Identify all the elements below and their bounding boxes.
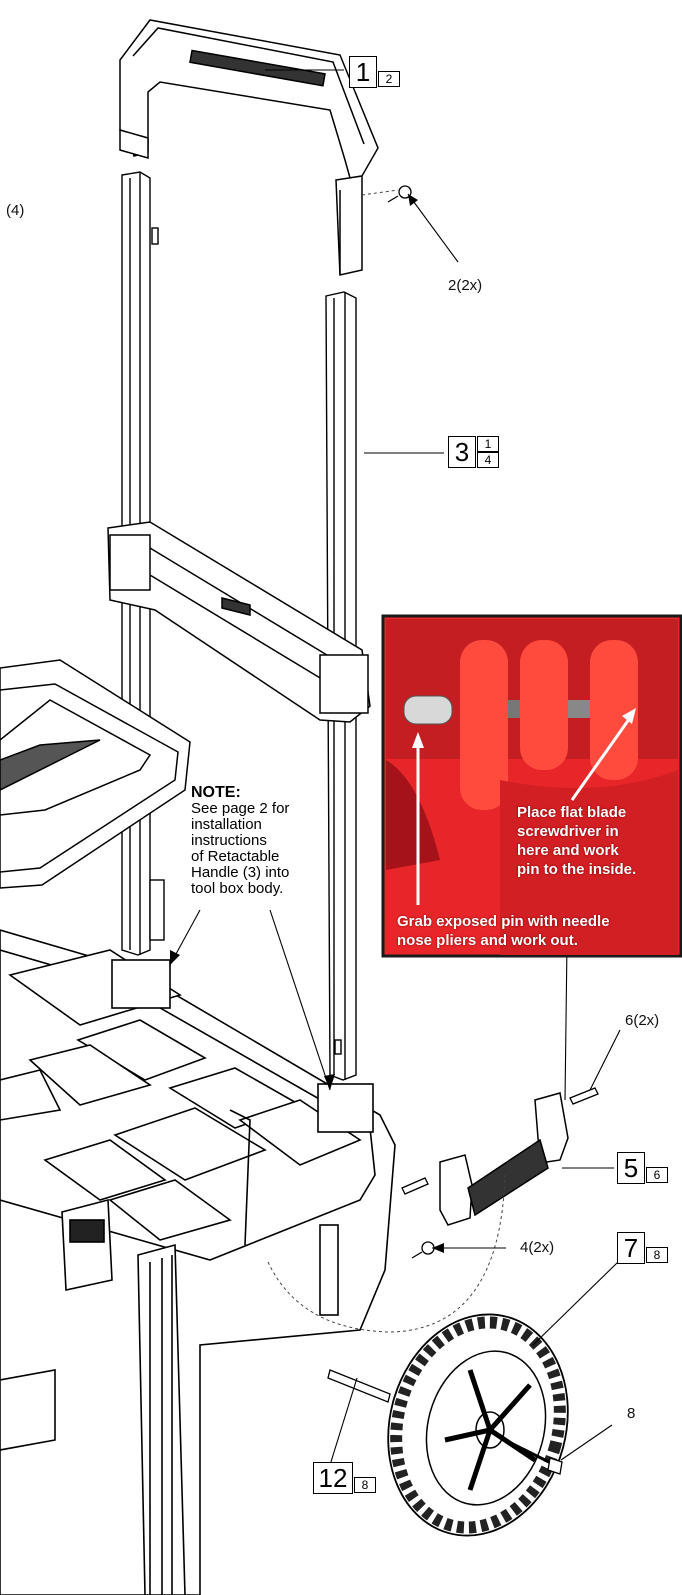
assembly-guides <box>267 189 506 1333</box>
note-line: of Retactable <box>191 848 280 865</box>
note-line: tool box body. <box>191 880 284 897</box>
callout-subnumber: 2 <box>378 71 400 87</box>
caption-line: pin to the inside. <box>517 861 637 878</box>
note-line: Handle (3) into <box>191 864 290 881</box>
caption-line: Grab exposed pin with needle <box>397 913 610 930</box>
callout-number: 3 <box>448 436 476 468</box>
installation-note: NOTE: See page 2 for installation instru… <box>191 785 289 897</box>
pin-removal-photo-inset <box>381 614 682 958</box>
wheel <box>387 1313 569 1537</box>
note-heading: NOTE: <box>191 784 241 801</box>
callout-number: 7 <box>617 1232 645 1264</box>
side-handle <box>439 1092 569 1226</box>
label-part-4-ref: (4) <box>6 202 25 219</box>
note-line: See page 2 for <box>191 800 290 817</box>
leader-lines <box>169 69 621 1466</box>
callout-subnumber: 8 <box>646 1247 668 1263</box>
callout-number: 12 <box>313 1462 353 1494</box>
photo-caption-pliers: Grab exposed pin with needle nose pliers… <box>397 912 610 950</box>
removable-tray <box>0 659 191 889</box>
callout-number: 5 <box>617 1152 645 1184</box>
caption-line: Place flat blade <box>517 804 627 821</box>
label-screw-4-2x: 4(2x) <box>520 1239 555 1256</box>
callout-number: 1 <box>349 56 377 88</box>
callout-part-1: 1 2 <box>349 56 400 88</box>
handle-cross-member <box>107 521 371 723</box>
label-pin-6-2x: 6(2x) <box>625 1012 660 1029</box>
telescoping-handle-grip <box>119 19 379 276</box>
note-line: instructions <box>191 832 267 849</box>
hardware-pins <box>327 185 599 1403</box>
caption-line: screwdriver in <box>517 823 619 840</box>
callout-part-5: 5 6 <box>617 1152 668 1184</box>
tool-box-body <box>0 929 396 1595</box>
callout-part-12: 12 8 <box>313 1462 376 1494</box>
label-nut-8: 8 <box>627 1405 636 1422</box>
callout-subnumber: 6 <box>646 1167 668 1183</box>
photo-caption-screwdriver: Place flat blade screwdriver in here and… <box>517 803 636 879</box>
caption-line: nose pliers and work out. <box>397 932 578 949</box>
callout-part-7: 7 8 <box>617 1232 668 1264</box>
caption-line: here and work <box>517 842 619 859</box>
callout-fraction-top: 1 <box>477 436 499 452</box>
callout-subnumber: 8 <box>354 1477 376 1493</box>
note-line: installation <box>191 816 262 833</box>
label-screw-2x: 2(2x) <box>448 277 483 294</box>
leader-arrowheads <box>170 194 444 1253</box>
callout-fraction-bottom: 4 <box>477 452 499 468</box>
